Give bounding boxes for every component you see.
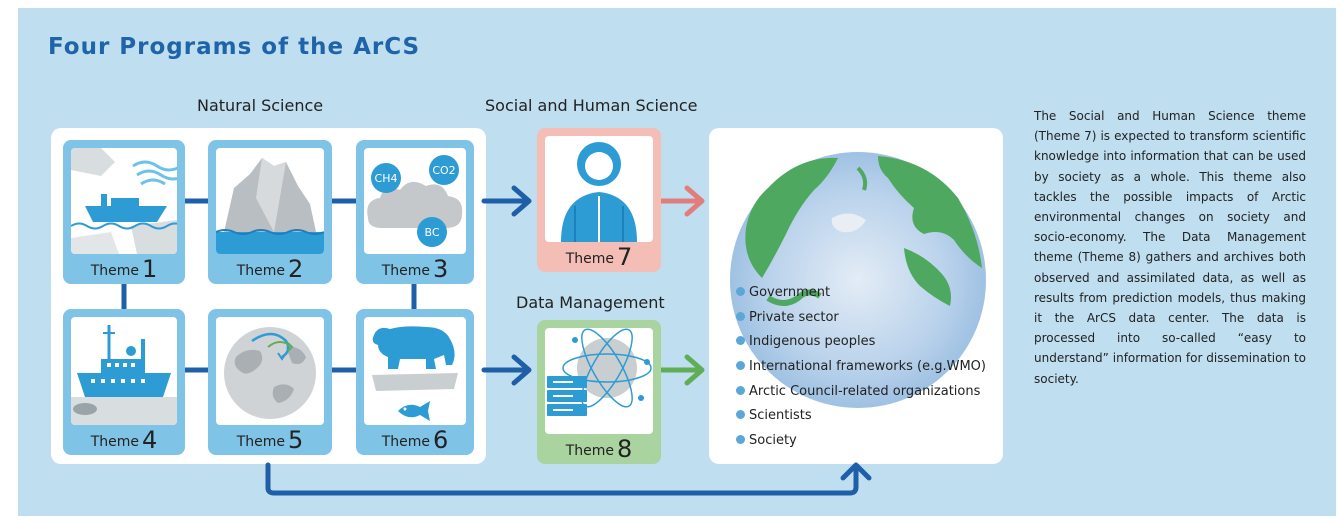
greenhouse-gas-cloud-icon: CH4 CO2 BC bbox=[364, 148, 466, 254]
page-title: Four Programs of the ArCS bbox=[48, 34, 421, 60]
list-item: Private sector bbox=[736, 306, 986, 331]
theme-5-prefix: Theme bbox=[236, 434, 285, 450]
description-text: The Social and Human Science theme (Them… bbox=[1034, 109, 1306, 386]
social-human-science-heading: Social and Human Science bbox=[485, 96, 698, 115]
data-management-heading: Data Management bbox=[516, 293, 665, 312]
theme-7-number: 7 bbox=[617, 243, 633, 271]
arctic-person-icon bbox=[545, 136, 653, 242]
arrow-theme-7-to-society bbox=[658, 185, 705, 217]
arrow-natural-science-to-society bbox=[265, 462, 872, 496]
list-item: Scientists bbox=[736, 404, 986, 429]
arrow-to-theme-8 bbox=[481, 354, 532, 386]
theme-6-prefix: Theme bbox=[381, 434, 430, 450]
bullet-icon bbox=[736, 410, 745, 420]
theme-2-number: 2 bbox=[288, 255, 304, 283]
arctic-globe-image bbox=[730, 152, 986, 408]
theme-7-prefix: Theme bbox=[565, 251, 614, 267]
bullet-icon bbox=[736, 287, 745, 296]
globe-server-network-icon bbox=[545, 328, 653, 434]
theme-8-number: 8 bbox=[617, 435, 633, 463]
bullet-icon bbox=[736, 311, 745, 321]
bullet-icon bbox=[736, 435, 745, 445]
bullet-icon bbox=[736, 385, 745, 395]
theme-5-number: 5 bbox=[288, 426, 304, 454]
theme-4-prefix: Theme bbox=[90, 434, 139, 450]
list-item: Arctic Council-related organizations bbox=[736, 380, 986, 405]
arrow-theme-8-to-society bbox=[658, 354, 705, 386]
arrow-to-theme-7 bbox=[481, 185, 532, 217]
list-item: Indigenous peoples bbox=[736, 330, 986, 355]
ch4-label: CH4 bbox=[375, 172, 398, 185]
bullet-icon bbox=[736, 336, 745, 346]
research-ship-in-ice-icon bbox=[71, 148, 177, 254]
co2-label: CO2 bbox=[432, 164, 455, 177]
theme-3-prefix: Theme bbox=[381, 263, 430, 279]
glacier-icon bbox=[216, 148, 324, 254]
theme-3-number: 3 bbox=[433, 255, 449, 283]
theme-6-number: 6 bbox=[433, 426, 449, 454]
bc-label: BC bbox=[424, 226, 439, 239]
theme-1-prefix: Theme bbox=[90, 263, 139, 279]
icebreaker-ship-icon bbox=[71, 317, 177, 425]
stakeholder-list: Government Private sector Indigenous peo… bbox=[736, 281, 986, 454]
theme-2-prefix: Theme bbox=[236, 263, 285, 279]
list-item: International frameworks (e.g.WMO) bbox=[736, 355, 986, 380]
globe-ocean-current-icon bbox=[216, 317, 324, 425]
polar-bear-fish-icon bbox=[364, 317, 466, 425]
list-item: Society bbox=[736, 429, 986, 454]
bullet-icon bbox=[736, 361, 745, 371]
list-item: Government bbox=[736, 281, 986, 306]
natural-science-heading: Natural Science bbox=[197, 96, 324, 115]
theme-1-number: 1 bbox=[142, 255, 158, 283]
theme-4-number: 4 bbox=[142, 426, 158, 454]
theme-8-prefix: Theme bbox=[565, 443, 614, 459]
